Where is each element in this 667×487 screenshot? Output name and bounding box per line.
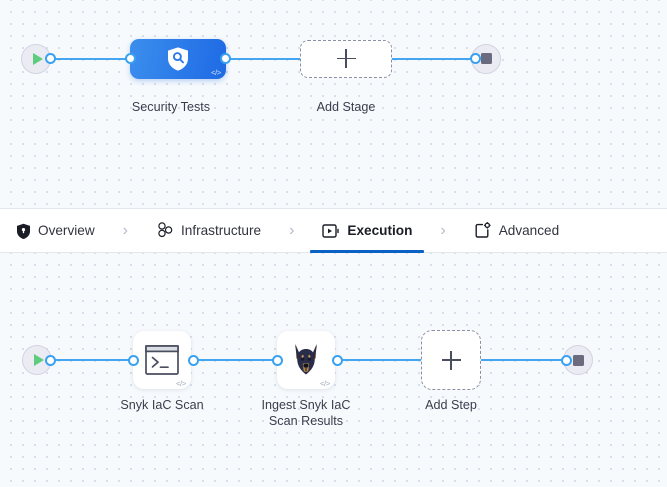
connector-dot-end-in[interactable] xyxy=(470,53,481,64)
connector-dot-step1-in[interactable] xyxy=(128,354,139,366)
tab-execution-label: Execution xyxy=(347,223,413,238)
code-badge: </> xyxy=(211,68,221,77)
connector-dot-step2-out[interactable] xyxy=(332,354,343,366)
plus-icon xyxy=(441,350,461,370)
tab-separator-1: › xyxy=(122,221,128,239)
stages-canvas[interactable]: </> Security Tests Add Stage xyxy=(0,0,667,208)
add-step-label: Add Step xyxy=(425,398,477,412)
step-label-snyk-iac-scan: Snyk IaC Scan xyxy=(120,398,204,412)
tab-execution[interactable]: Execution xyxy=(310,209,425,253)
connector-dot-step2-in[interactable] xyxy=(272,354,283,366)
doberman-icon xyxy=(295,344,317,375)
tab-advanced-label: Advanced xyxy=(498,223,560,238)
connector-dot-end-in[interactable] xyxy=(561,354,572,366)
pipeline-tabbar[interactable]: Overview › Infrastructure › xyxy=(0,208,667,253)
stage-node-security-tests[interactable]: </> xyxy=(130,38,226,79)
play-icon xyxy=(33,354,44,366)
play-icon xyxy=(32,52,43,65)
stop-icon xyxy=(480,53,492,64)
step-node-snyk-iac-scan[interactable]: </> xyxy=(133,331,191,389)
tab-overview-label: Overview xyxy=(38,223,95,238)
add-stage-node[interactable] xyxy=(300,39,392,78)
shield-search-icon xyxy=(168,46,188,71)
tab-separator-3: › xyxy=(440,221,446,239)
terminal-icon xyxy=(145,345,179,375)
wire-start-to-stage xyxy=(48,57,132,60)
steps-canvas[interactable]: </> Snyk IaC Scan </> I xyxy=(0,253,667,487)
step-label-ingest-snyk-results: Ingest Snyk IaC Scan Results xyxy=(261,398,351,428)
connector-dot-stage-in[interactable] xyxy=(125,53,136,64)
tab-overview[interactable]: Overview xyxy=(14,209,97,253)
plus-icon xyxy=(336,49,356,68)
wire-stage-to-add xyxy=(222,57,302,60)
stage-label-security-tests: Security Tests xyxy=(131,100,211,114)
code-badge: </> xyxy=(176,378,186,388)
stop-icon xyxy=(572,354,584,366)
tab-separator-2: › xyxy=(289,221,295,239)
connector-dot-start-out[interactable] xyxy=(45,53,56,64)
connector-dot-step1-out[interactable] xyxy=(188,354,199,366)
advanced-gear-box-icon xyxy=(474,222,492,239)
tab-infrastructure-label: Infrastructure xyxy=(180,223,262,238)
wire-step2-to-add xyxy=(336,358,422,362)
tab-infrastructure[interactable]: Infrastructure xyxy=(154,209,263,253)
tab-advanced[interactable]: Advanced xyxy=(472,209,561,253)
infrastructure-cluster-icon xyxy=(156,222,174,239)
connector-dot-stage-out[interactable] xyxy=(220,53,231,64)
connector-dot-start-out[interactable] xyxy=(45,354,56,366)
wire-add-to-end xyxy=(480,358,570,362)
wire-start-to-step1 xyxy=(48,358,140,362)
pipeline-end-node[interactable] xyxy=(471,43,501,74)
wire-add-to-end xyxy=(390,57,478,60)
wire-step1-to-step2 xyxy=(192,358,282,362)
step-node-ingest-snyk-results[interactable]: </> xyxy=(277,331,335,389)
shield-icon xyxy=(16,223,31,239)
add-stage-label: Add Stage xyxy=(316,100,376,114)
execution-play-box-icon xyxy=(322,223,340,239)
code-badge: </> xyxy=(320,378,330,388)
add-step-node[interactable] xyxy=(421,330,481,390)
